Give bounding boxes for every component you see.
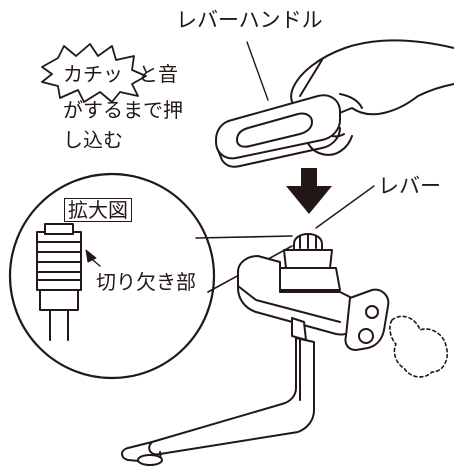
enlarged-view-label: 拡大図	[64, 198, 132, 222]
click-sound-label: カチッ	[63, 62, 123, 86]
notched-stem-enlarged	[36, 223, 101, 341]
sound-suffix-label: と音	[138, 62, 178, 86]
lever-label: レバー	[378, 174, 441, 198]
spark-burst-icon	[41, 43, 147, 103]
magnifier-leader-top	[195, 235, 293, 239]
down-arrow-icon	[286, 168, 332, 214]
lever-handle-piece	[215, 59, 341, 168]
lever-handle-leader	[246, 41, 269, 101]
notch-label: 切り欠き部	[96, 270, 196, 294]
lever-handle-label: レバーハンドル	[176, 8, 323, 32]
lever-leader	[315, 185, 375, 229]
magnifier-circle	[8, 172, 216, 380]
faucet-icon	[121, 233, 448, 466]
push-instruction-line2: し込む	[63, 128, 123, 152]
push-instruction-line1: がするまで押	[63, 98, 183, 122]
